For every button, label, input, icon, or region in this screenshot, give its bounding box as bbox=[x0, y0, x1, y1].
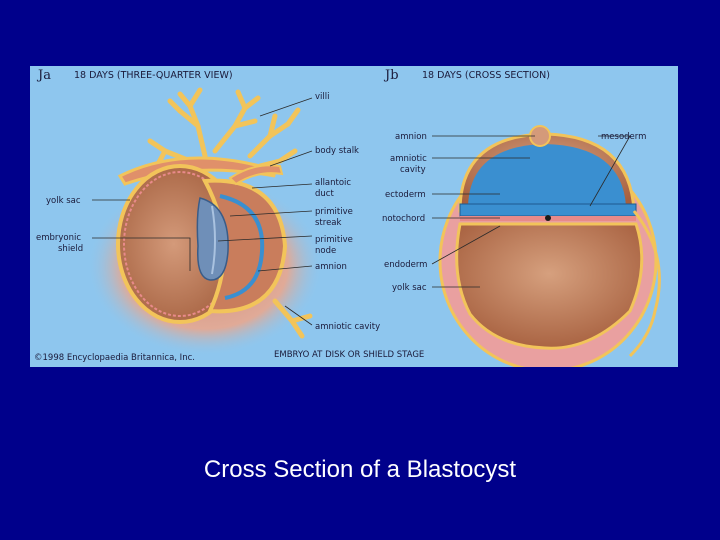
embryonic-shield bbox=[196, 197, 229, 281]
panel-b-tag: Jb bbox=[383, 68, 399, 83]
label-amniotic-cavity-b-1: amniotic bbox=[390, 154, 427, 164]
label-allantoic-duct-1: allantoic bbox=[315, 178, 351, 188]
label-allantoic-duct-2: duct bbox=[315, 189, 334, 199]
panel-b: Jb 18 DAYS (CROSS SECTION) amnion amniot… bbox=[382, 68, 661, 367]
villi-branches bbox=[147, 87, 313, 339]
label-endoderm: endoderm bbox=[384, 260, 427, 270]
label-primitive-streak-2: streak bbox=[315, 218, 342, 228]
label-villi: villi bbox=[315, 92, 329, 102]
label-amnion-a: amnion bbox=[315, 262, 347, 272]
embryo-diagram: Ja 18 DAYS (THREE-QUARTER VIEW) villi bo… bbox=[30, 66, 678, 367]
primitive-streak-line bbox=[211, 205, 216, 275]
label-amniotic-cavity-b-2: cavity bbox=[400, 165, 426, 175]
panel-b-heading: 18 DAYS (CROSS SECTION) bbox=[422, 70, 550, 81]
label-primitive-node-2: node bbox=[315, 246, 336, 256]
label-embryonic-shield-2: shield bbox=[58, 244, 83, 254]
label-embryonic-shield-1: embryonic bbox=[36, 233, 81, 243]
label-notochord: notochord bbox=[382, 214, 425, 224]
panel-a-heading: 18 DAYS (THREE-QUARTER VIEW) bbox=[74, 70, 233, 81]
label-primitive-node-1: primitive bbox=[315, 235, 353, 245]
panel-a: Ja 18 DAYS (THREE-QUARTER VIEW) villi bo… bbox=[36, 68, 380, 356]
figure-caption: EMBRYO AT DISK OR SHIELD STAGE bbox=[274, 350, 424, 360]
label-amniotic-cavity-a: amniotic cavity bbox=[315, 322, 380, 332]
label-ectoderm: ectoderm bbox=[385, 190, 426, 200]
label-yolk-sac-a: yolk sac bbox=[46, 196, 81, 206]
notochord-dot bbox=[545, 215, 551, 221]
label-body-stalk: body stalk bbox=[315, 146, 359, 156]
yolk-sac-b bbox=[455, 222, 644, 350]
amniotic-cavity-b bbox=[468, 144, 626, 206]
ectoderm-layer bbox=[459, 203, 637, 217]
label-amnion-b: amnion bbox=[395, 132, 427, 142]
amnion-blue-a bbox=[219, 194, 265, 300]
panel-a-tag: Ja bbox=[36, 68, 51, 83]
label-mesoderm: mesoderm bbox=[601, 132, 646, 142]
label-primitive-streak-1: primitive bbox=[315, 207, 353, 217]
slide-title: Cross Section of a Blastocyst bbox=[203, 456, 517, 483]
embryo-figure: Ja 18 DAYS (THREE-QUARTER VIEW) villi bo… bbox=[30, 66, 678, 367]
body-stalk-shape bbox=[228, 164, 284, 186]
label-yolk-sac-b: yolk sac bbox=[392, 283, 427, 293]
copyright-text: ©1998 Encyclopaedia Britannica, Inc. bbox=[34, 353, 195, 363]
